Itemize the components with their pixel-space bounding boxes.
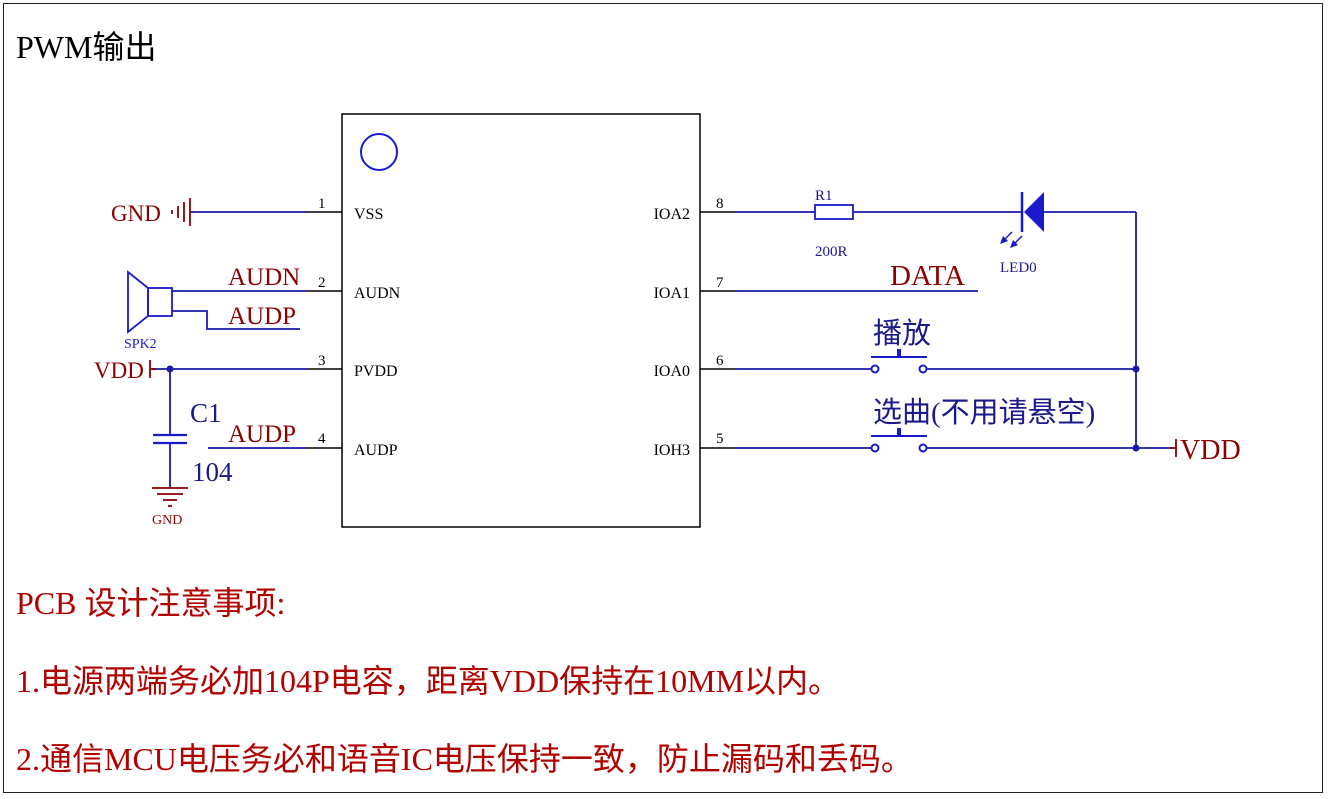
pin-num-8: 8: [716, 196, 724, 212]
pin-name-ioa2: IOA2: [654, 206, 690, 223]
pin-num-4: 4: [318, 431, 326, 447]
speaker-ref: SPK2: [124, 337, 157, 352]
net-label-vdd-left: VDD: [94, 358, 144, 383]
pin-name-ioa1: IOA1: [654, 285, 690, 302]
capacitor-symbol: [153, 433, 187, 445]
note-item-2: 2.通信MCU电压务必和语音IC电压保持一致，防止漏码和丢码。: [16, 741, 913, 777]
pin-name-pvdd: PVDD: [354, 363, 398, 380]
pin-num-5: 5: [716, 431, 724, 447]
led-ref: LED0: [1000, 260, 1037, 276]
button-select-symbol: [870, 428, 928, 453]
pin-num-2: 2: [318, 275, 326, 291]
pin-name-ioh3: IOH3: [654, 442, 690, 459]
capacitor-ref: C1: [190, 398, 222, 428]
resistor-value: 200R: [815, 244, 848, 260]
resistor-ref: R1: [815, 188, 833, 204]
vdd-left-port: [149, 360, 156, 378]
capacitor-value: 104: [192, 457, 233, 487]
gnd-symbol: [171, 198, 191, 226]
junction-vdd-left: [166, 365, 174, 373]
wire-audp-speaker: [172, 310, 300, 330]
pin-num-7: 7: [716, 275, 724, 291]
resistor-symbol: [814, 204, 854, 220]
pin-name-audn: AUDN: [354, 285, 401, 302]
junction-play: [1132, 365, 1140, 373]
net-label-audp-speaker: AUDP: [228, 303, 296, 330]
note-item-1: 1.电源两端务必加104P电容，距离VDD保持在10MM以内。: [16, 663, 841, 699]
pin-name-vss: VSS: [354, 206, 383, 223]
net-label-data: DATA: [890, 260, 965, 292]
gnd-cap-symbol: [152, 487, 188, 507]
chip-body: [341, 113, 701, 528]
chip-pin1-marker: [360, 133, 398, 171]
page-frame: [3, 3, 1323, 793]
button-select-label: 选曲(不用请悬空): [873, 396, 1095, 429]
button-play-label: 播放: [873, 317, 931, 350]
pin-num-1: 1: [318, 196, 326, 212]
net-label-gnd: GND: [111, 201, 161, 226]
net-label-gnd-cap: GND: [152, 513, 182, 528]
button-play-symbol: [870, 349, 928, 374]
pin-num-3: 3: [318, 353, 326, 369]
vdd-right-port: [1170, 439, 1177, 457]
page-title: PWM输出: [16, 29, 157, 65]
pin-num-6: 6: [716, 353, 724, 369]
pin-name-ioa0: IOA0: [654, 363, 690, 380]
net-label-vdd-right: VDD: [1180, 435, 1241, 466]
net-label-audn: AUDN: [228, 264, 300, 291]
led-symbol: [1000, 192, 1044, 248]
notes-heading: PCB 设计注意事项:: [16, 585, 286, 621]
pin-name-audp: AUDP: [354, 442, 398, 459]
speaker-symbol: [127, 270, 173, 334]
junction-vdd-right: [1132, 444, 1140, 452]
net-label-audp-pin4: AUDP: [228, 421, 296, 448]
